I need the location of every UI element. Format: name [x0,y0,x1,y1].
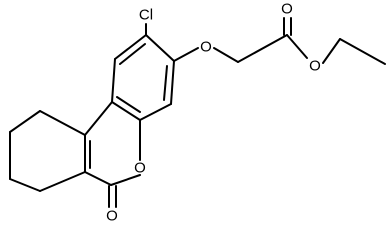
bond [119,43,146,65]
bond [39,110,86,136]
ester-carbonyl-oxygen-label: O [281,1,293,18]
bond [9,178,41,192]
bond [139,103,172,121]
bond [84,171,112,186]
bond [173,47,199,62]
ring-oxygen-label: O [134,160,146,177]
bond [39,171,86,192]
bond [116,96,141,113]
bond [84,101,113,136]
ester-oxygen-label: O [309,58,321,75]
bond [110,174,141,186]
bond [170,60,175,105]
bond [145,34,175,62]
bond [111,58,116,103]
lactone-carbonyl-oxygen-label: O [106,208,118,225]
bond-lines [9,17,386,208]
bond [237,34,288,63]
atom-labels: Cl O O O O O [106,1,321,225]
bond [286,34,308,59]
bond [213,47,239,63]
bond [322,38,341,64]
bond [163,65,168,101]
bond [9,110,41,133]
bond [111,101,141,121]
chlorine-atom-label: Cl [139,7,153,24]
ether-oxygen-label: O [200,39,212,56]
bond [114,34,147,60]
bond [339,38,386,65]
